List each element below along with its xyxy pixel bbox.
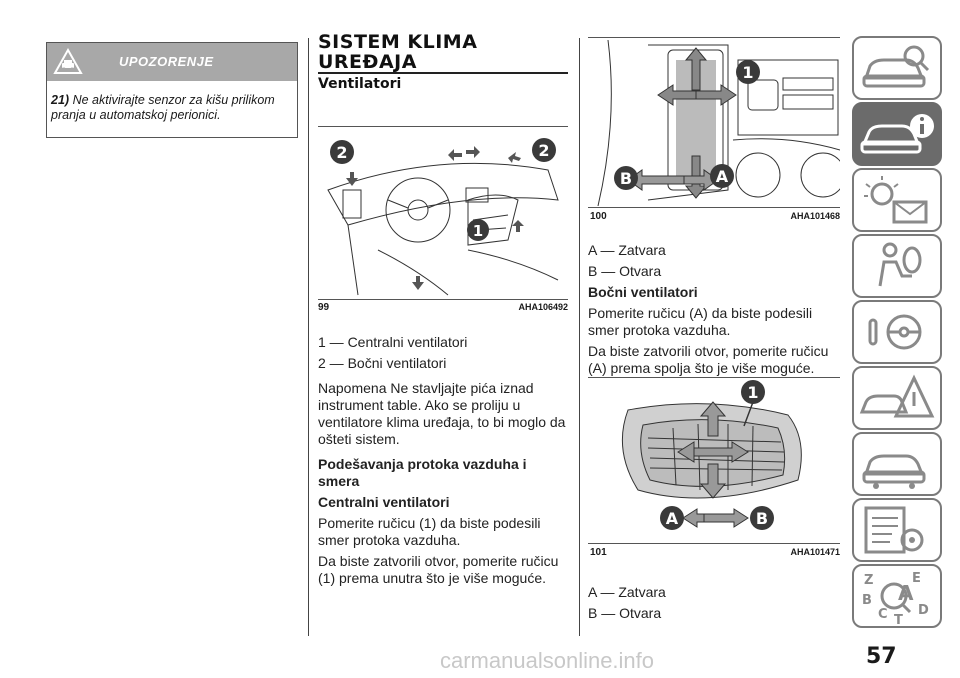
item-side-vents: 2 — Bočni ventilatori xyxy=(318,355,447,371)
alphabet-index-icon: Z E A B C D T xyxy=(862,571,929,628)
car-info-icon xyxy=(860,114,934,154)
figure-100-central-vent-illustration: 1 B A xyxy=(597,40,840,206)
heading-central-vents: Centralni ventilatori xyxy=(318,494,450,510)
light-message-icon xyxy=(864,176,928,224)
tab-safety[interactable] xyxy=(852,234,942,298)
figure-100-bottom-rule xyxy=(588,207,840,208)
car-search-icon xyxy=(862,45,930,88)
warning-box: UPOZORENJE 21) Ne aktivirajte senzor za … xyxy=(46,42,298,138)
section-subtitle: Ventilatori xyxy=(318,76,402,92)
paragraph-central-close: Da biste zatvorili otvor, pomerite ručic… xyxy=(318,553,559,586)
warning-note: 21) Ne aktivirajte senzor za kišu prilik… xyxy=(51,93,291,123)
column-3-text: A — Zatvara B — Otvara Bočni ventilatori… xyxy=(588,242,840,377)
warning-title: UPOZORENJE xyxy=(119,54,214,69)
tab-warning-lights[interactable] xyxy=(852,168,942,232)
tab-driving[interactable] xyxy=(852,300,942,364)
tab-car-info[interactable] xyxy=(852,102,942,166)
figure-101-callout-1: 1 xyxy=(747,383,758,402)
section-title-line1: SISTEM KLIMA xyxy=(318,31,478,53)
steering-wheel-key-icon xyxy=(868,314,922,350)
section-title-line2: UREĐAJA xyxy=(318,51,417,73)
index-letter-t: T xyxy=(894,613,903,626)
figure-101-legend: A — Zatvara B — Otvara xyxy=(588,584,840,622)
figure-101-number: 101 xyxy=(590,547,607,558)
warning-note-text: Ne aktivirajte senzor za kišu prilikom p… xyxy=(51,93,275,122)
column-divider-2 xyxy=(579,38,580,636)
item-central-vents: 1 — Centralni ventilatori xyxy=(318,334,468,350)
figure-100-number: 100 xyxy=(590,211,607,222)
legend-a-closes: A — Zatvara xyxy=(588,242,666,258)
paragraph-side-direction: Pomerite ručicu (A) da biste podesili sm… xyxy=(588,305,813,338)
figure-99-callout-1: 1 xyxy=(473,222,483,240)
warning-header: UPOZORENJE xyxy=(47,43,297,81)
car-triangle-icon xyxy=(859,374,935,418)
drinks-note: Napomena Ne stavljajte pića iznad instru… xyxy=(318,380,566,447)
figure-100-callout-1: 1 xyxy=(742,63,753,82)
tab-index[interactable]: Z E A B C D T xyxy=(852,564,942,628)
figure-99-callout-2-right: 2 xyxy=(538,141,549,160)
figure-101-side-vent-illustration: 1 A B xyxy=(621,380,802,530)
figure-100-code: AHA101468 xyxy=(790,211,840,221)
warning-car-icon xyxy=(53,48,83,74)
legend-b-opens-2: B — Otvara xyxy=(588,605,662,621)
figure-99-number: 99 xyxy=(318,302,330,313)
tab-technical-data[interactable] xyxy=(852,498,942,562)
tab-emergency[interactable] xyxy=(852,366,942,430)
index-letter-c: C xyxy=(878,607,888,622)
heading-airflow-settings: Podešavanja protoka vazduha i smera xyxy=(318,456,527,489)
figure-101-callout-a: A xyxy=(666,509,679,528)
tab-maintenance[interactable] xyxy=(852,432,942,496)
heading-side-vents: Bočni ventilatori xyxy=(588,284,698,300)
index-letter-d: D xyxy=(918,603,929,618)
figure-99-top-rule xyxy=(318,126,568,127)
figure-99-callout-2-left: 2 xyxy=(336,143,347,162)
legend-a-closes-2: A — Zatvara xyxy=(588,584,666,600)
figure-99-code: AHA106492 xyxy=(518,302,568,312)
page-number: 57 xyxy=(866,644,897,669)
column-2-text: 1 — Centralni ventilatori 2 — Bočni vent… xyxy=(318,334,570,587)
figure-101-top-rule xyxy=(588,377,840,378)
figure-100-callout-a: A xyxy=(716,167,729,186)
index-letter-z: Z xyxy=(864,573,873,588)
paragraph-central-direction: Pomerite ručicu (1) da biste podesili sm… xyxy=(318,515,541,548)
index-letter-e: E xyxy=(912,571,921,586)
index-letter-b: B xyxy=(862,593,872,608)
figure-100-callout-b: B xyxy=(620,169,632,188)
figure-101-code: AHA101471 xyxy=(790,547,840,557)
document-gear-icon xyxy=(864,506,924,554)
section-title: SISTEM KLIMA UREĐAJA xyxy=(318,32,477,72)
figure-99-dashboard-illustration: 2 2 1 xyxy=(327,138,559,296)
watermark: carmanualsonline.info xyxy=(440,648,655,673)
paragraph-side-close: Da biste zatvorili otvor, pomerite ručic… xyxy=(588,343,829,376)
figure-100-top-rule xyxy=(588,37,840,38)
car-service-icon xyxy=(862,454,926,489)
figure-101-bottom-rule xyxy=(588,543,840,544)
warning-note-number: 21) xyxy=(51,93,70,107)
column-divider-1 xyxy=(308,38,309,636)
airbag-person-icon xyxy=(878,242,922,287)
section-title-rule xyxy=(318,72,568,74)
figure-99-bottom-rule xyxy=(318,299,568,300)
tab-car-search[interactable] xyxy=(852,36,942,100)
legend-b-opens: B — Otvara xyxy=(588,263,662,279)
figure-101-callout-b: B xyxy=(756,509,768,528)
